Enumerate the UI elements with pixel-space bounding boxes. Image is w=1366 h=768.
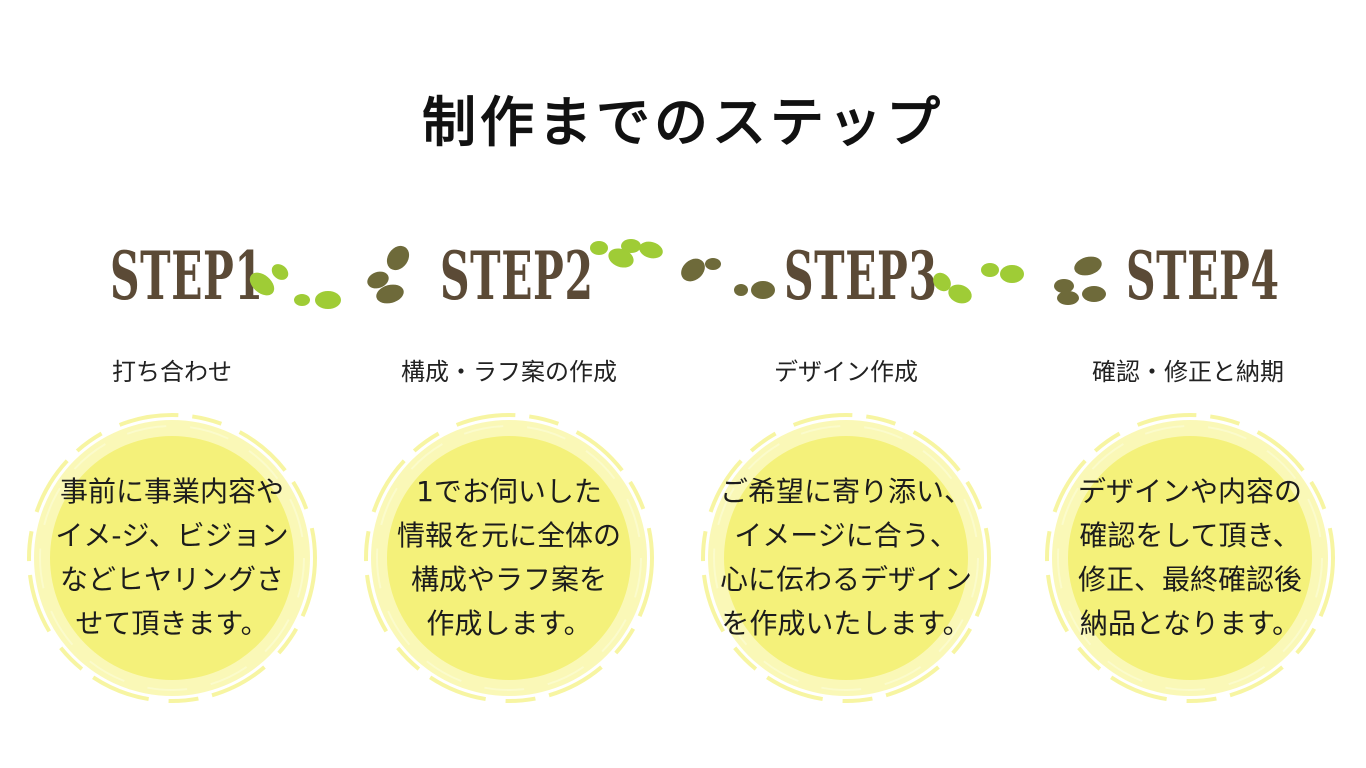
step-2-label: STEP2 xyxy=(440,237,594,315)
step-1-title: 打ち合わせ xyxy=(112,358,232,386)
footprints-1-icon xyxy=(249,245,410,309)
page-title: 制作までのステップ xyxy=(422,91,944,154)
step-3-circle: ご希望に寄り添い、 イメージに合う、 心に伝わるデザイン を作成いたします。 xyxy=(696,408,996,708)
step-1-label: STEP1 xyxy=(110,237,264,315)
scribble-circle-icon xyxy=(364,413,654,703)
scribble-circle-icon xyxy=(27,413,317,703)
step-1-description: 事前に事業内容や イメ-ジ、ビジョン などヒヤリングさ せて頂きます。 xyxy=(55,475,289,640)
step-3-description: ご希望に寄り添い、 イメージに合う、 心に伝わるデザイン を作成いたします。 xyxy=(719,475,972,640)
step-2-title: 構成・ラフ案の作成 xyxy=(401,358,617,386)
step-3-title: デザイン作成 xyxy=(774,358,918,386)
step-4-circle: デザインや内容の 確認をして頂き、 修正、最終確認後 納品となります。 xyxy=(1040,408,1340,708)
step-1-circle: 事前に事業内容や イメ-ジ、ビジョン などヒヤリングさ せて頂きます。 xyxy=(22,408,322,708)
scribble-circle-icon xyxy=(701,413,991,703)
scribble-circle-icon xyxy=(1045,413,1335,703)
step-4-label: STEP4 xyxy=(1126,237,1280,315)
step-3-label: STEP3 xyxy=(784,237,938,315)
footprints-2-icon xyxy=(590,239,775,299)
footprints-3-icon xyxy=(933,256,1106,305)
step-4-title: 確認・修正と納期 xyxy=(1092,358,1284,386)
step-2-description: 1でお伺いした 情報を元に全体の 構成やラフ案を 作成します。 xyxy=(396,475,621,640)
step-4-description: デザインや内容の 確認をして頂き、 修正、最終確認後 納品となります。 xyxy=(1077,475,1302,640)
step-2-circle: 1でお伺いした 情報を元に全体の 構成やラフ案を 作成します。 xyxy=(359,408,659,708)
